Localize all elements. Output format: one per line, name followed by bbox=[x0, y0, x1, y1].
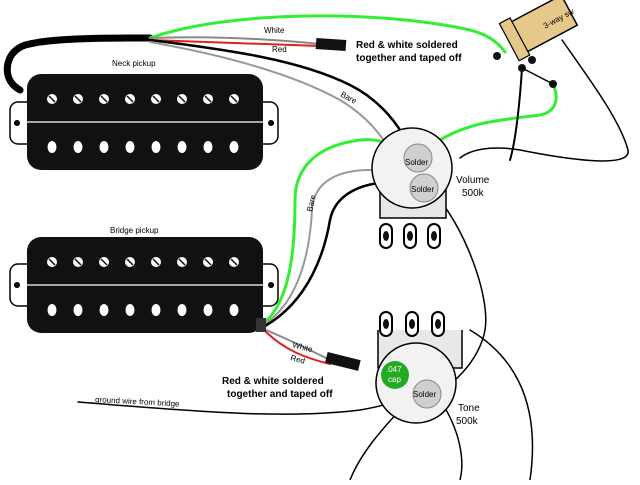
neck-green-wire bbox=[148, 14, 507, 54]
neck-pickup-label: Neck pickup bbox=[112, 59, 156, 68]
neck-pickup bbox=[9, 74, 279, 170]
pole-screw-slot bbox=[152, 258, 160, 266]
top-note-line2: together and taped off bbox=[356, 53, 462, 64]
tape-top bbox=[315, 37, 347, 52]
pole-screw-slot bbox=[100, 258, 108, 266]
tone-name: Tone bbox=[458, 403, 480, 414]
neck-red-label: Red bbox=[272, 45, 287, 54]
bottom-note-line1: Red & white soldered bbox=[222, 376, 324, 387]
volume-solder-bottom: Solder bbox=[411, 185, 434, 194]
pole-screw-slot bbox=[204, 95, 212, 103]
neck-pickup-cable bbox=[3, 34, 154, 94]
neck-red-wire bbox=[149, 39, 321, 47]
neck-white-label: White bbox=[264, 26, 285, 35]
switch-terminal bbox=[493, 52, 501, 60]
pole-slug bbox=[203, 141, 213, 153]
bridge-red-label: Red bbox=[289, 353, 306, 365]
bridge-pickup-label: Bridge pickup bbox=[110, 226, 159, 235]
pole-screw-slot bbox=[230, 95, 238, 103]
pot-lug-hole bbox=[431, 231, 437, 241]
bottom-note-line2: together and taped off bbox=[227, 389, 333, 400]
bridge-black-wire bbox=[263, 180, 397, 328]
cap-label: cap bbox=[388, 375, 401, 384]
pole-slug bbox=[203, 304, 213, 316]
pole-screw-slot bbox=[100, 95, 108, 103]
pole-slug bbox=[177, 304, 187, 316]
pole-screw-slot bbox=[48, 258, 56, 266]
pole-screw-slot bbox=[230, 258, 238, 266]
pole-slug bbox=[151, 141, 161, 153]
pole-slug bbox=[229, 304, 239, 316]
pole-screw-slot bbox=[48, 95, 56, 103]
bridge-red-wire bbox=[265, 331, 331, 365]
tone-solder: Solder bbox=[413, 390, 436, 399]
pole-screw-slot bbox=[74, 258, 82, 266]
switch-terminal bbox=[528, 56, 536, 64]
output-wire-2 bbox=[469, 329, 534, 481]
pole-slug bbox=[73, 304, 83, 316]
bridge-pickup bbox=[9, 237, 279, 333]
tone-pot: Solder .047 cap Tone 500k bbox=[375, 311, 480, 427]
tone-value: 500k bbox=[456, 416, 479, 427]
pole-slug bbox=[151, 304, 161, 316]
pole-slug bbox=[99, 141, 109, 153]
pole-slug bbox=[125, 141, 135, 153]
bridge-white-wire bbox=[265, 329, 331, 361]
neck-bare-wire bbox=[149, 41, 393, 156]
neck-white-wire bbox=[149, 36, 321, 45]
pot-lug-hole bbox=[407, 231, 413, 241]
top-note-line1: Red & white soldered bbox=[356, 40, 458, 51]
tape-bottom bbox=[325, 352, 361, 371]
pole-slug bbox=[177, 141, 187, 153]
pole-slug bbox=[229, 141, 239, 153]
pole-screw-slot bbox=[152, 95, 160, 103]
bridge-bare-label: Bare bbox=[305, 193, 317, 212]
pot-lug-hole bbox=[383, 319, 389, 329]
switch-black-wire bbox=[509, 67, 523, 161]
three-way-switch: 3-way sw bbox=[493, 0, 579, 88]
pole-slug bbox=[73, 141, 83, 153]
bridge-green-wire bbox=[263, 138, 404, 324]
neck-bare-label: Bare bbox=[339, 90, 359, 106]
pole-screw-slot bbox=[178, 258, 186, 266]
volume-pot: Solder Solder Volume 500k bbox=[371, 127, 490, 249]
pole-screw-slot bbox=[204, 258, 212, 266]
switch-ground-wire bbox=[459, 39, 629, 162]
tone-capacitor bbox=[381, 361, 409, 389]
pot-lug-hole bbox=[383, 231, 389, 241]
neck-black-wire bbox=[148, 38, 414, 154]
ground-wire-label: ground wire from bridge bbox=[95, 395, 180, 408]
cap-value: .047 bbox=[386, 365, 402, 374]
pole-slug bbox=[47, 141, 57, 153]
pole-slug bbox=[125, 304, 135, 316]
volume-solder-top: Solder bbox=[405, 158, 428, 167]
pole-screw-slot bbox=[126, 258, 134, 266]
volume-value: 500k bbox=[462, 188, 485, 199]
pole-slug bbox=[47, 304, 57, 316]
pole-screw-slot bbox=[178, 95, 186, 103]
pole-slug bbox=[99, 304, 109, 316]
pole-screw-slot bbox=[74, 95, 82, 103]
volume-name: Volume bbox=[456, 175, 490, 186]
pole-screw-slot bbox=[126, 95, 134, 103]
pot-lug-hole bbox=[435, 319, 441, 329]
pot-lug-hole bbox=[409, 319, 415, 329]
